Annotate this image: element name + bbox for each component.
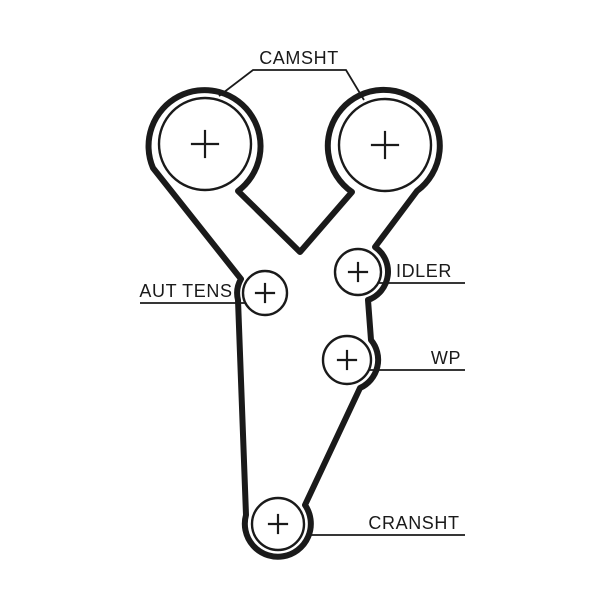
water-pump-label: WP (431, 348, 461, 368)
camshaft-left-center-icon (190, 129, 220, 159)
idler-label: IDLER (396, 261, 452, 281)
tensioner-center-icon (254, 282, 276, 304)
camshaft-right-center-icon (370, 130, 400, 160)
camshaft-left-pulley (157, 96, 253, 192)
belt-path (145, 86, 443, 560)
idler-center-icon (347, 261, 369, 283)
camshaft-right-pulley (337, 97, 433, 193)
idler-pulley (333, 247, 383, 297)
crankshaft-pulley (250, 496, 306, 552)
camshaft-leader-line (218, 69, 365, 101)
tensioner-pulley (241, 269, 289, 317)
crankshaft-center-icon (267, 513, 289, 535)
water-pump-center-icon (336, 349, 358, 371)
camshaft-label: CAMSHT (259, 48, 339, 68)
water-pump-pulley (321, 334, 373, 386)
crankshaft-label: CRANSHT (368, 513, 459, 533)
tensioner-label: AUT TENS (139, 281, 232, 301)
